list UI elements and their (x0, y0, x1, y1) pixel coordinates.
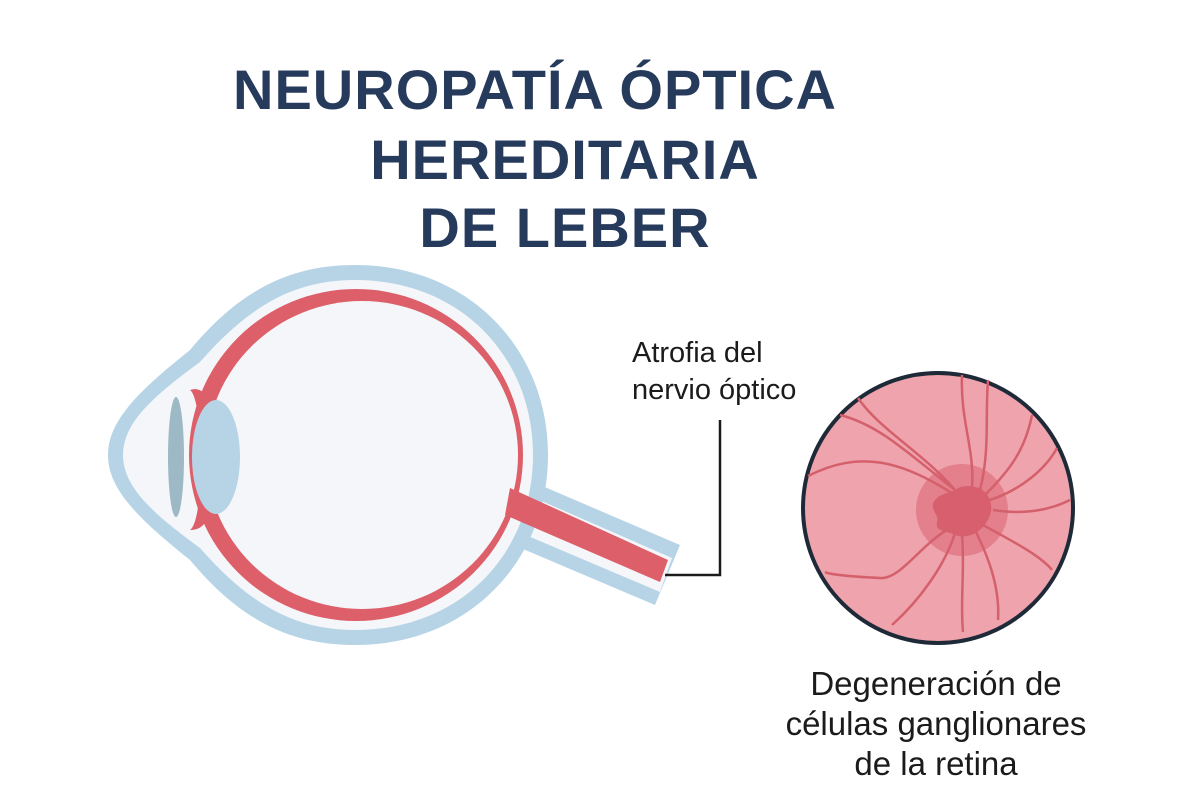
optic-nerve-label-line-2: nervio óptico (632, 374, 797, 406)
cornea-edge (168, 397, 184, 517)
lens (192, 400, 240, 514)
retinal-vessels (807, 374, 1071, 633)
retinal-fundus (801, 371, 1075, 645)
title-line-2: HEREDITARIA (370, 128, 760, 191)
title-line-3: DE LEBER (419, 196, 711, 259)
leader-line (665, 420, 722, 577)
optic-nerve (505, 488, 668, 582)
retina-label-line-1: Degeneración de (810, 665, 1062, 702)
optic-cup (932, 486, 992, 537)
eye-cross-section (108, 265, 680, 645)
vitreous-body (206, 301, 518, 609)
retina-label-line-3: de la retina (854, 745, 1018, 782)
optic-nerve-label-line-1: Atrofia del (632, 337, 763, 369)
title-line-1: NEUROPATÍA ÓPTICA (233, 58, 837, 121)
retina-label-line-2: células ganglionares (785, 705, 1087, 742)
